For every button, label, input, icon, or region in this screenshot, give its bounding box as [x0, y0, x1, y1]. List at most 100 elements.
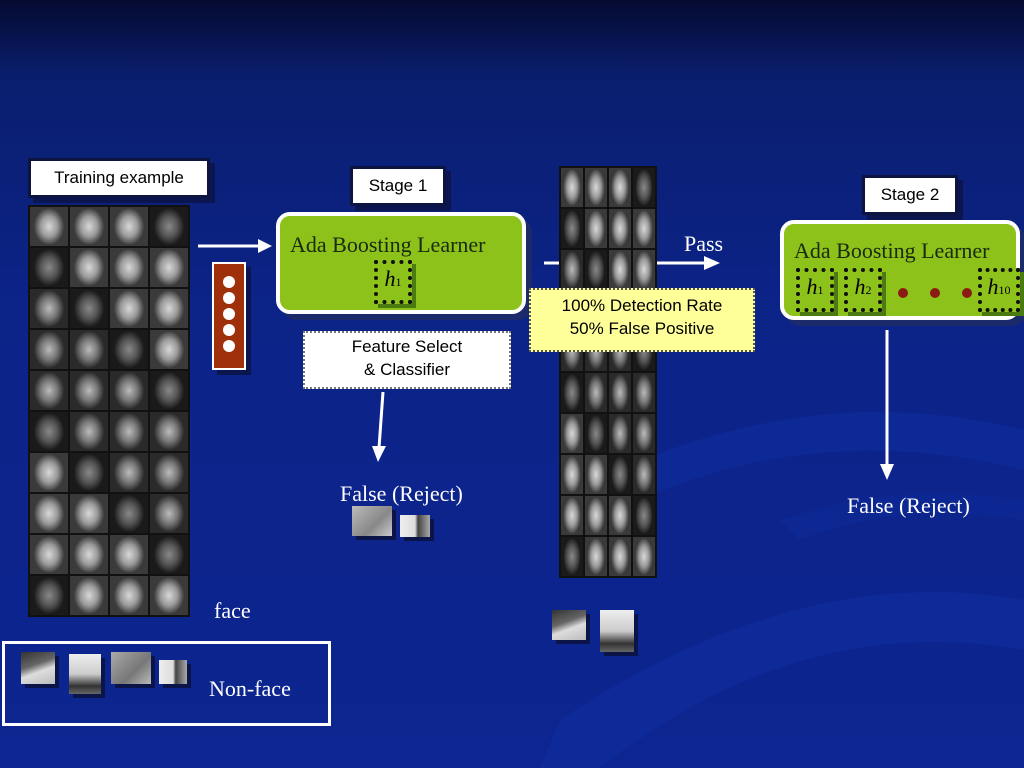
- face-image: [110, 330, 148, 369]
- face-image: [30, 453, 68, 492]
- face-image: [609, 168, 631, 207]
- face-image: [561, 537, 583, 576]
- face-image: [70, 453, 108, 492]
- face-image: [633, 209, 655, 248]
- weak-classifier-subscript: 2: [865, 283, 872, 297]
- face-image: [30, 330, 68, 369]
- detection-rate-line1: 100% Detection Rate: [561, 296, 723, 315]
- face-image: [561, 373, 583, 412]
- face-image: [561, 168, 583, 207]
- face-image: [30, 371, 68, 410]
- stage1-text: Stage 1: [368, 176, 428, 195]
- face-image: [110, 494, 148, 533]
- face-image: [110, 207, 148, 246]
- face-image: [70, 535, 108, 574]
- stage2-text: Stage 2: [880, 185, 940, 204]
- face-image: [110, 576, 148, 615]
- feature-select-note: Feature Select & Classifier: [303, 331, 511, 389]
- feature-select-line2: & Classifier: [364, 360, 450, 379]
- weak-classifier-symbol: h: [987, 274, 999, 299]
- face-image: [609, 209, 631, 248]
- nonface-sample: [111, 652, 151, 684]
- face-image: [633, 414, 655, 453]
- detection-rate-line2: 50% False Positive: [569, 319, 715, 338]
- face-image: [150, 330, 188, 369]
- feature-dot: [223, 308, 235, 320]
- weak-classifier-subscript: 1: [817, 283, 824, 297]
- face-image: [585, 496, 607, 535]
- face-image: [561, 250, 583, 289]
- weak-classifier-symbol: h: [384, 266, 396, 291]
- passed-nonface-sample: [552, 610, 586, 640]
- face-image: [70, 371, 108, 410]
- face-image: [633, 168, 655, 207]
- training-face-grid: [28, 205, 190, 617]
- face-image: [609, 250, 631, 289]
- face-image: [150, 576, 188, 615]
- face-image: [30, 248, 68, 287]
- face-image: [70, 330, 108, 369]
- face-image: [585, 250, 607, 289]
- weak-classifier-subscript: 1: [395, 275, 402, 289]
- face-image: [150, 207, 188, 246]
- face-image: [633, 455, 655, 494]
- face-image: [110, 289, 148, 328]
- face-image: [633, 373, 655, 412]
- face-image: [609, 537, 631, 576]
- face-image: [609, 373, 631, 412]
- face-image: [110, 412, 148, 451]
- face-image: [30, 289, 68, 328]
- nonface-sample: [21, 652, 55, 684]
- face-image: [609, 496, 631, 535]
- arrow-reject-stage1: [372, 391, 386, 462]
- false-reject-stage1: False (Reject): [340, 481, 463, 506]
- arrow-reject-stage2: [880, 330, 894, 480]
- face-image: [70, 289, 108, 328]
- face-image: [150, 371, 188, 410]
- feature-select-line1: Feature Select: [351, 337, 463, 356]
- face-image: [609, 414, 631, 453]
- stage2-learner-title: Ada Boosting Learner: [794, 238, 990, 263]
- weak-classifier-symbol: h: [854, 274, 866, 299]
- face-image: [110, 453, 148, 492]
- face-image: [30, 576, 68, 615]
- pass-label: Pass: [684, 231, 724, 256]
- face-image: [633, 537, 655, 576]
- stage1-learner-title: Ada Boosting Learner: [290, 232, 486, 257]
- face-image: [110, 248, 148, 287]
- face-image: [150, 453, 188, 492]
- detection-rate-note: 100% Detection Rate 50% False Positive: [529, 288, 755, 352]
- ellipsis-dot: [898, 288, 908, 298]
- face-image: [609, 455, 631, 494]
- face-image: [30, 207, 68, 246]
- face-image: [585, 414, 607, 453]
- feature-dot: [223, 276, 235, 288]
- face-image: [30, 412, 68, 451]
- ellipsis-dot: [962, 288, 972, 298]
- weak-classifier-symbol: h: [806, 274, 818, 299]
- face-image: [585, 455, 607, 494]
- false-reject-stage2: False (Reject): [847, 493, 970, 518]
- face-image: [561, 209, 583, 248]
- passed-face-grid: [559, 166, 657, 578]
- passed-nonface-sample: [600, 610, 634, 652]
- face-image: [150, 494, 188, 533]
- feature-vector-box: [212, 262, 246, 370]
- face-image: [70, 576, 108, 615]
- face-image: [585, 373, 607, 412]
- rejected-sample: [400, 515, 430, 537]
- face-image: [561, 496, 583, 535]
- face-image: [30, 535, 68, 574]
- training-example-text: Training example: [54, 168, 184, 187]
- arrow-to-stage1: [198, 239, 272, 253]
- face-image: [70, 248, 108, 287]
- stage2-label: Stage 2: [862, 175, 958, 215]
- nonface-sample: [159, 660, 187, 684]
- non-face-box: Non-face: [2, 641, 331, 726]
- stage1-label: Stage 1: [350, 166, 446, 206]
- face-image: [633, 250, 655, 289]
